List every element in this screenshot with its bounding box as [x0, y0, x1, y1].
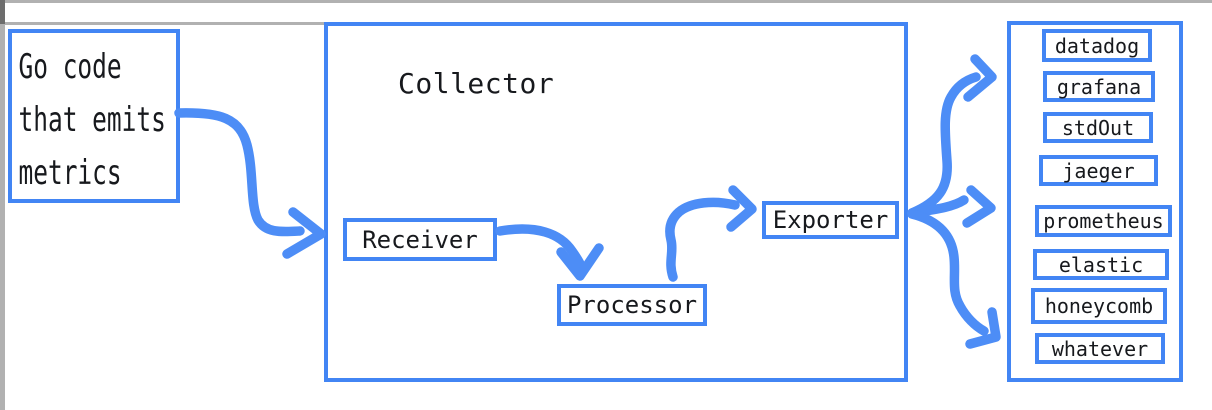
source-code-box[interactable]: Go code that emits metrics — [8, 29, 180, 203]
destination-label: whatever — [1051, 336, 1149, 361]
destination-label: jaeger — [1062, 158, 1135, 183]
destination-datadog[interactable]: datadog — [1042, 29, 1152, 62]
canvas-left-edge — [0, 0, 5, 410]
source-line-2: that emits — [18, 100, 166, 140]
canvas-left-guide-line — [0, 22, 327, 25]
destination-honeycomb[interactable]: honeycomb — [1031, 288, 1167, 324]
arrow-exporter-fanout-down[interactable] — [907, 209, 1001, 349]
destination-label: grafana — [1056, 74, 1142, 99]
exporter-box[interactable]: Exporter — [762, 201, 899, 239]
destination-grafana[interactable]: grafana — [1043, 71, 1155, 102]
arrow-exporter-fanout-up[interactable] — [907, 54, 997, 218]
destination-whatever[interactable]: whatever — [1035, 333, 1165, 364]
processor-label: Processor — [566, 291, 698, 319]
destination-prometheus[interactable]: prometheus — [1035, 205, 1172, 237]
destination-stdout[interactable]: stdOut — [1043, 112, 1153, 143]
canvas-top-edge — [0, 0, 1212, 3]
destination-label: prometheus — [1043, 209, 1164, 233]
destination-label: elastic — [1058, 252, 1144, 277]
destination-label: honeycomb — [1044, 294, 1154, 318]
receiver-box[interactable]: Receiver — [343, 218, 497, 261]
exporter-label: Exporter — [772, 206, 889, 234]
destination-label: datadog — [1054, 33, 1140, 58]
destination-label: stdOut — [1061, 115, 1135, 140]
receiver-label: Receiver — [362, 225, 478, 254]
destination-jaeger[interactable]: jaeger — [1039, 155, 1158, 186]
source-line-3: metrics — [18, 153, 122, 193]
collector-title: Collector — [398, 67, 555, 100]
arrow-exporter-fanout-middle[interactable] — [907, 185, 996, 228]
source-line-1: Go code — [18, 47, 122, 87]
arrow-source-to-collector[interactable] — [174, 108, 326, 259]
source-code-text: Go code that emits metrics — [12, 33, 166, 200]
canvas-left-edge-dark-cap — [0, 0, 5, 24]
processor-box[interactable]: Processor — [557, 284, 707, 326]
destination-elastic[interactable]: elastic — [1033, 249, 1169, 280]
